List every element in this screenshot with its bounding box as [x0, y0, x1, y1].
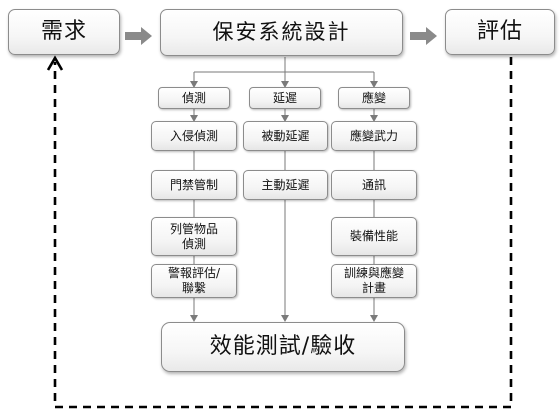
intrusion-detection-box: 入侵偵測: [151, 121, 237, 151]
equipment-performance-label: 裝備性能: [349, 229, 398, 243]
passive-delay-label: 被動延遲: [261, 128, 310, 143]
active-delay-box: 主動延遲: [243, 170, 328, 200]
performance-test-acceptance-box: 效能測試/驗收: [161, 322, 405, 372]
performance-test-acceptance-label: 效能測試/驗收: [209, 334, 357, 360]
response-force-label: 應變武力: [349, 128, 398, 143]
delay-header: 延遲: [249, 87, 321, 109]
detection-header: 偵測: [158, 87, 230, 109]
training-response-plan-label: 訓練與應變 計畫: [343, 266, 404, 295]
detection-header-label: 偵測: [181, 90, 206, 105]
design-label: 保安系統設計: [212, 20, 351, 45]
evaluation-box: 評估: [445, 9, 555, 55]
communications-box: 通訊: [331, 170, 417, 200]
communications-label: 通訊: [361, 177, 386, 192]
training-response-plan-box: 訓練與應變 計畫: [331, 264, 417, 298]
access-control-box: 門禁管制: [151, 170, 237, 200]
branch-split-lines: [190, 57, 378, 88]
requirements-box: 需求: [8, 9, 120, 55]
response-header: 應變: [338, 87, 410, 109]
response-force-box: 應變武力: [331, 121, 417, 151]
intrusion-detection-label: 入侵偵測: [169, 128, 218, 143]
evaluation-label: 評估: [476, 19, 523, 45]
access-control-label: 門禁管制: [169, 177, 218, 192]
alarm-assessment-box: 警報評估/ 聯繫: [151, 264, 237, 298]
passive-delay-box: 被動延遲: [243, 121, 328, 151]
equipment-performance-box: 裝備性能: [331, 217, 417, 256]
delay-header-label: 延遲: [272, 90, 297, 105]
response-header-label: 應變: [361, 90, 386, 105]
feedback-loop-dashed: [46, 55, 513, 409]
arrow-design-to-evaluation: [410, 27, 437, 45]
requirements-label: 需求: [40, 19, 87, 45]
arrow-requirements-to-design: [125, 27, 152, 45]
controlled-items-detection-label: 列管物品 偵測: [169, 221, 218, 251]
controlled-items-detection-box: 列管物品 偵測: [151, 217, 237, 256]
alarm-assessment-label: 警報評估/ 聯繫: [167, 266, 221, 295]
active-delay-label: 主動延遲: [261, 177, 310, 192]
security-system-design-box: 保安系統設計: [160, 9, 403, 56]
